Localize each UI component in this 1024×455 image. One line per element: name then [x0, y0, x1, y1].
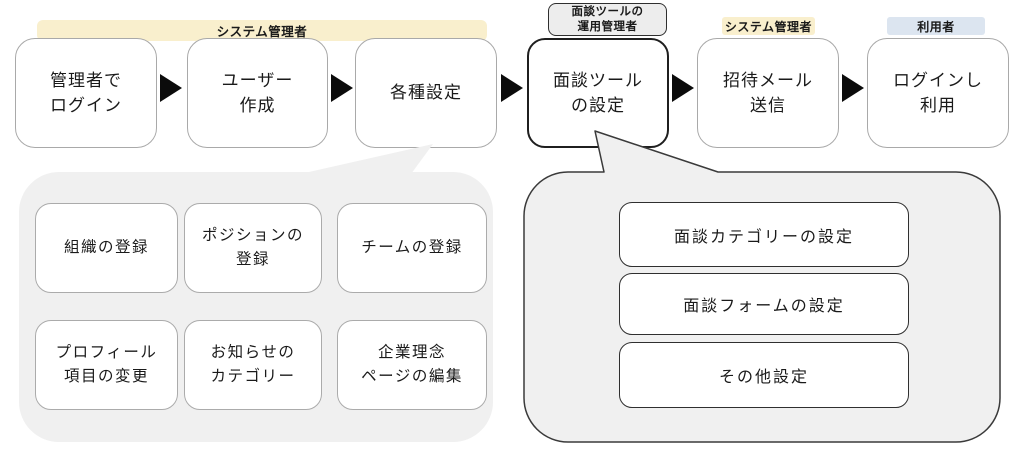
- flow-step-create-user: ユーザー 作成: [187, 38, 328, 148]
- flow-step-interview-tool-settings: 面談ツール の設定: [527, 38, 669, 148]
- flow-step-various-settings: 各種設定: [355, 38, 497, 148]
- settings-item-position-register: ポジションの 登録: [184, 203, 322, 293]
- flow-step-admin-login: 管理者で ログイン: [15, 38, 157, 148]
- role-tag-user: 利用者: [887, 17, 985, 35]
- arrow-right-icon: [160, 74, 182, 102]
- arrow-right-icon: [672, 74, 694, 102]
- flow-step-invite-mail: 招待メール 送信: [697, 38, 839, 148]
- callout-tail-icon: [300, 144, 433, 174]
- arrow-right-icon: [501, 74, 523, 102]
- arrow-right-icon: [331, 74, 353, 102]
- settings-item-philosophy-page: 企業理念 ページの編集: [337, 320, 487, 410]
- flow-step-login-use: ログインし 利用: [867, 38, 1009, 148]
- settings-item-news-category: お知らせの カテゴリー: [184, 320, 322, 410]
- arrow-right-icon: [842, 74, 864, 102]
- interview-item-category-settings: 面談カテゴリーの設定: [619, 202, 909, 267]
- settings-item-org-register: 組織の登録: [35, 203, 178, 293]
- settings-item-profile-fields: プロフィール 項目の変更: [35, 320, 178, 410]
- interview-item-other-settings: その他設定: [619, 342, 909, 408]
- role-banner-system-admin: システム管理者: [37, 20, 487, 41]
- interview-item-form-settings: 面談フォームの設定: [619, 273, 909, 335]
- settings-item-team-register: チームの登録: [337, 203, 487, 293]
- role-tag-operation-admin: 面談ツールの 運用管理者: [548, 3, 667, 36]
- role-tag-system-admin: システム管理者: [722, 17, 815, 35]
